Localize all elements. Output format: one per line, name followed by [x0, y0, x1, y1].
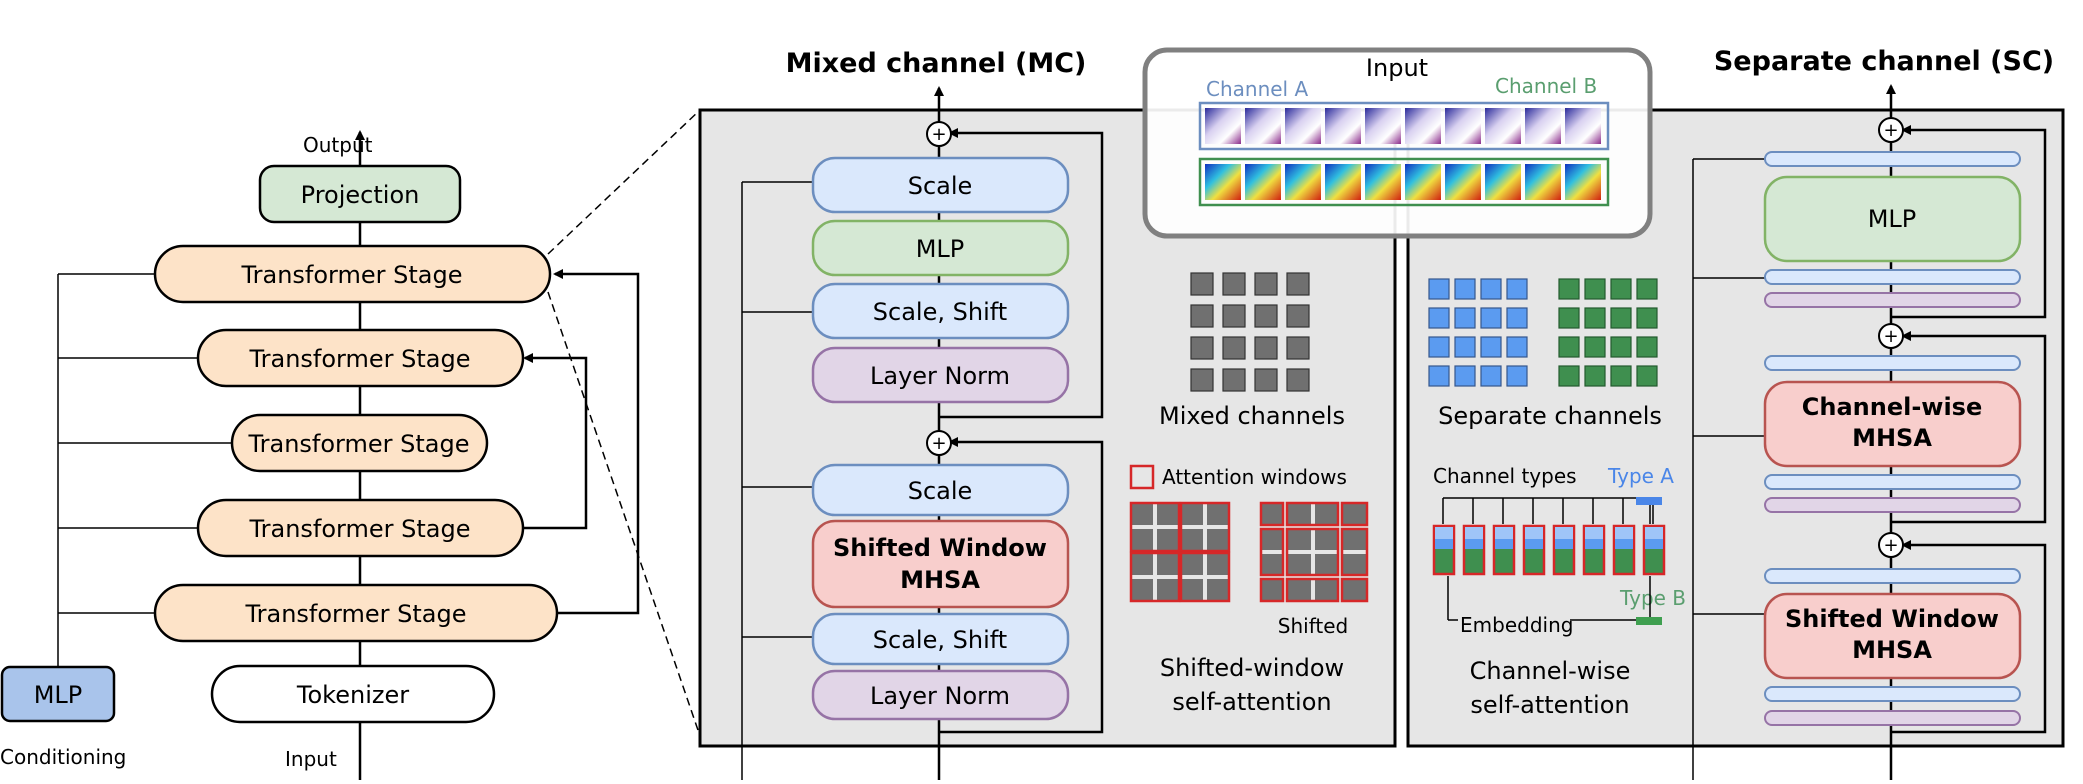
sc-title: Separate channel (SC): [1714, 46, 2054, 77]
mc-block-label: Layer Norm: [870, 682, 1010, 710]
mc-block-label: Scale, Shift: [873, 298, 1007, 326]
sc-block-label: MHSA: [1852, 636, 1932, 664]
mc-caption-line1: Shifted-window: [1160, 654, 1344, 682]
transformer-stage-3: Transformer Stage: [230, 413, 489, 473]
embedding-label: Embedding: [1460, 613, 1573, 637]
projection-block: Projection: [258, 164, 462, 224]
transformer-stage-label: Transformer Stage: [249, 345, 471, 373]
svg-text:+: +: [1883, 535, 1898, 556]
mc-block-label: Shifted Window: [833, 534, 1047, 562]
mc-mlp-block: MLP: [811, 219, 1070, 277]
conditioning-mlp-block: MLP: [0, 665, 116, 723]
channel-b-strip: [1198, 157, 1610, 207]
transformer-stage-2: Transformer Stage: [196, 328, 525, 388]
sc-scale-shift-pill: [1764, 686, 2021, 702]
sc-scale-shift-pill: [1764, 474, 2021, 490]
shifted-label: Shifted: [1278, 614, 1348, 638]
separate-channels-grid-b: [1558, 278, 1658, 387]
conditioning-mlp-label: MLP: [34, 681, 83, 709]
channel-a-label: Channel A: [1206, 77, 1308, 101]
separate-channels-grid-a: [1428, 278, 1528, 387]
residual-add-icon: +: [1878, 323, 1904, 349]
mc-block-label: MHSA: [900, 566, 980, 594]
projection-label: Projection: [301, 181, 420, 209]
residual-add-icon: +: [1878, 532, 1904, 558]
input-panel-title: Input: [1366, 54, 1428, 82]
sc-shifted-window-mhsa-block: Shifted Window MHSA: [1763, 592, 2022, 680]
svg-text:+: +: [1883, 326, 1898, 347]
attention-window-legend-icon: [1129, 464, 1155, 490]
mixed-channels-label: Mixed channels: [1159, 402, 1345, 430]
input-panel: Input Channel A Channel B: [1142, 47, 1653, 239]
tokenizer-block: Tokenizer: [210, 664, 496, 724]
sc-scale-pill: [1764, 568, 2021, 584]
mc-layer-norm-block: Layer Norm: [811, 346, 1070, 404]
sc-layer-norm-pill: [1764, 710, 2021, 726]
mc-shifted-window-mhsa-block: Shifted Window MHSA: [811, 519, 1070, 609]
sc-mlp-block: MLP: [1763, 175, 2022, 263]
mc-block-label: Layer Norm: [870, 362, 1010, 390]
left-pipeline: Output Input Projection Transformer Stag…: [0, 109, 701, 780]
output-label: Output: [303, 133, 373, 157]
transformer-stage-label: Transformer Stage: [248, 430, 470, 458]
sc-caption-line1: Channel-wise: [1470, 657, 1631, 685]
mc-scale-shift-block: Scale, Shift: [811, 612, 1070, 666]
type-b-label: Type B: [1619, 586, 1686, 610]
shifted-windows-grid: [1259, 501, 1369, 603]
channel-types-label: Channel types: [1433, 464, 1577, 488]
sc-layer-norm-pill: [1764, 292, 2021, 308]
sc-block-label: MHSA: [1852, 424, 1932, 452]
sc-block-label: Shifted Window: [1785, 605, 1999, 633]
residual-add-icon: +: [926, 121, 952, 147]
mc-layer-norm-block: Layer Norm: [811, 669, 1070, 721]
sc-channel-wise-mhsa-block: Channel-wise MHSA: [1763, 380, 2022, 468]
mc-scale-block: Scale: [811, 463, 1070, 517]
transformer-stage-4: Transformer Stage: [196, 498, 525, 558]
mc-caption-line2: self-attention: [1172, 688, 1331, 716]
mc-scale-shift-block: Scale, Shift: [811, 282, 1070, 340]
tokenizer-label: Tokenizer: [296, 681, 409, 709]
input-label: Input: [285, 747, 337, 771]
mixed-channels-grid: [1190, 272, 1310, 392]
sc-scale-pill: [1764, 355, 2021, 371]
svg-text:+: +: [931, 124, 946, 145]
sc-block-label: MLP: [1868, 205, 1917, 233]
transformer-stage-5: Transformer Stage: [153, 583, 559, 643]
transformer-stage-1: Transformer Stage: [153, 244, 552, 304]
sc-caption-line2: self-attention: [1470, 691, 1629, 719]
separate-channels-label: Separate channels: [1438, 402, 1662, 430]
mc-scale-block: Scale: [811, 156, 1070, 214]
mc-block-label: MLP: [916, 235, 965, 263]
residual-add-icon: +: [1878, 117, 1904, 143]
channel-b-label: Channel B: [1495, 74, 1597, 98]
attention-windows-grid: [1129, 501, 1231, 603]
channel-a-strip: [1198, 101, 1610, 151]
svg-text:+: +: [931, 433, 946, 454]
transformer-stage-label: Transformer Stage: [241, 261, 463, 289]
transformer-stage-label: Transformer Stage: [249, 515, 471, 543]
sc-scale-shift-pill: [1764, 269, 2021, 285]
mc-block-label: Scale, Shift: [873, 626, 1007, 654]
mc-block-label: Scale: [908, 172, 973, 200]
svg-text:+: +: [1883, 120, 1898, 141]
sc-block-label: Channel-wise: [1802, 393, 1983, 421]
conditioning-label: Conditioning: [0, 745, 126, 769]
sc-layer-norm-pill: [1764, 497, 2021, 513]
type-a-label: Type A: [1607, 464, 1674, 488]
sc-scale-pill: [1764, 151, 2021, 167]
attention-windows-label: Attention windows: [1162, 465, 1347, 489]
transformer-stage-label: Transformer Stage: [245, 600, 467, 628]
residual-add-icon: +: [926, 430, 952, 456]
mc-block-label: Scale: [908, 477, 973, 505]
mc-title: Mixed channel (MC): [786, 48, 1087, 79]
channel-types-diagram: [1432, 497, 1666, 625]
